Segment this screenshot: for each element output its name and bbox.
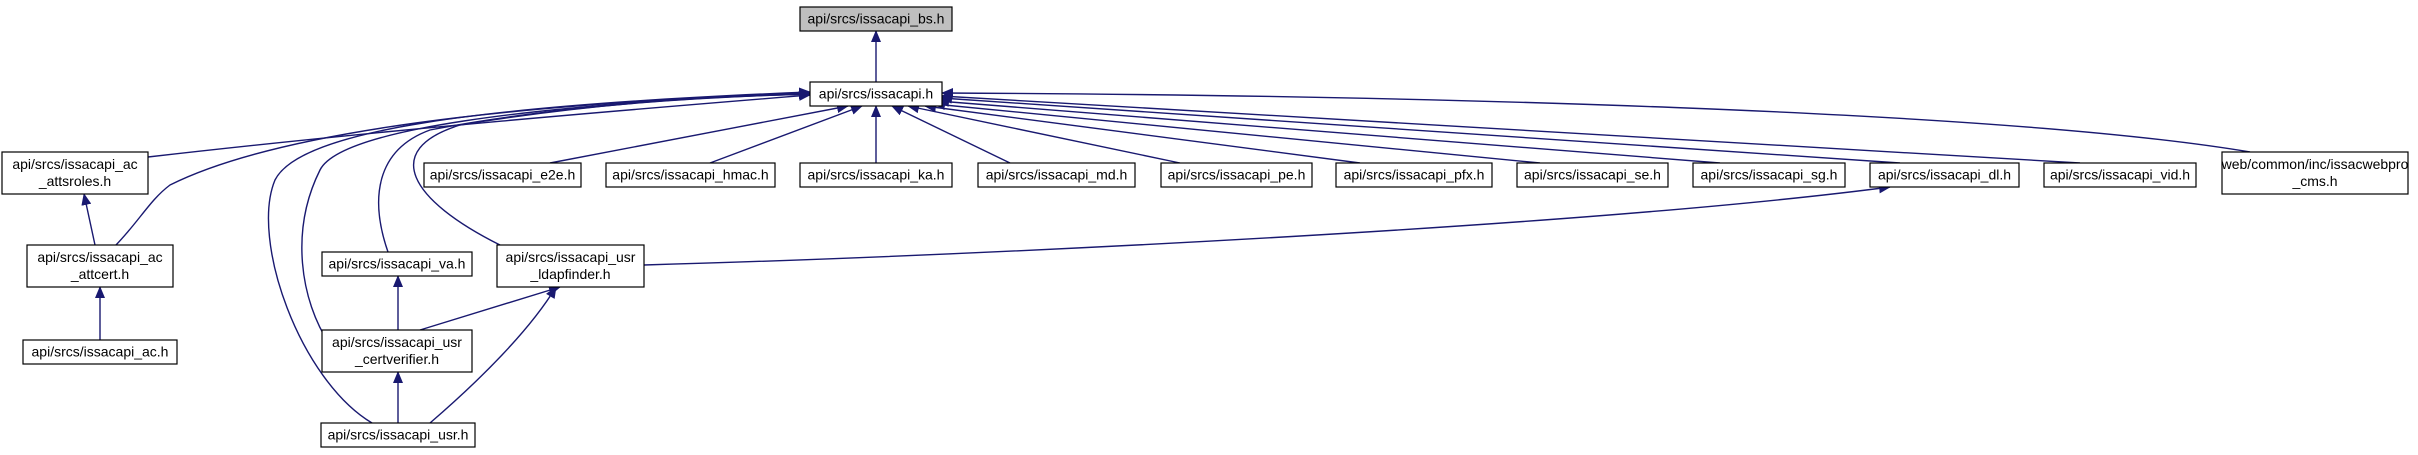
node-vid[interactable]: api/srcs/issacapi_vid.h bbox=[2043, 162, 2197, 188]
edge-certv-to-main bbox=[301, 88, 811, 346]
node-box bbox=[423, 162, 582, 188]
edge-vid-to-main bbox=[940, 91, 2081, 164]
node-label: api/srcs/issacapi_va.h bbox=[329, 256, 466, 272]
edge-usr-to-ldap bbox=[429, 286, 557, 424]
node-e2e[interactable]: api/srcs/issacapi_e2e.h bbox=[423, 162, 582, 188]
edge-ldap-to-dl bbox=[643, 183, 1891, 266]
edge-dl-to-main bbox=[940, 93, 1901, 164]
node-box bbox=[2043, 162, 2197, 188]
node-attsroles[interactable]: api/srcs/issacapi_ac_attsroles.h bbox=[1, 151, 149, 195]
node-certv[interactable]: api/srcs/issacapi_usr_certverifier.h bbox=[321, 329, 473, 373]
node-box bbox=[1692, 162, 1846, 188]
node-box bbox=[1516, 162, 1669, 188]
node-label: api/srcs/issacapi_ac bbox=[12, 156, 137, 172]
node-label: api/srcs/issacapi_pe.h bbox=[1168, 167, 1306, 183]
node-sg[interactable]: api/srcs/issacapi_sg.h bbox=[1692, 162, 1846, 188]
node-main[interactable]: api/srcs/issacapi.h bbox=[809, 81, 943, 107]
edge-attcert-to-attsroles bbox=[81, 193, 96, 246]
node-label: api/srcs/issacapi_usr.h bbox=[328, 427, 469, 443]
node-label: api/srcs/issacapi_ka.h bbox=[808, 167, 945, 183]
node-label: api/srcs/issacapi_ac bbox=[37, 249, 162, 265]
node-se[interactable]: api/srcs/issacapi_se.h bbox=[1516, 162, 1669, 188]
node-dl[interactable]: api/srcs/issacapi_dl.h bbox=[1869, 162, 2020, 188]
node-label: _ldapfinder.h bbox=[529, 266, 610, 282]
node-box bbox=[321, 329, 473, 373]
node-box bbox=[1335, 162, 1493, 188]
node-hmac[interactable]: api/srcs/issacapi_hmac.h bbox=[605, 162, 776, 188]
node-label: _attsroles.h bbox=[38, 173, 111, 189]
node-label: api/srcs/issacapi_usr bbox=[332, 334, 462, 350]
node-box bbox=[977, 162, 1136, 188]
node-pfx[interactable]: api/srcs/issacapi_pfx.h bbox=[1335, 162, 1493, 188]
node-label: api/srcs/issacapi_se.h bbox=[1524, 167, 1661, 183]
edge-se-to-main bbox=[933, 100, 1541, 164]
node-box bbox=[605, 162, 776, 188]
node-label: api/srcs/issacapi_usr bbox=[506, 249, 636, 265]
node-label: api/srcs/issacapi_dl.h bbox=[1878, 167, 2011, 183]
node-bs[interactable]: api/srcs/issacapi_bs.h bbox=[799, 6, 953, 32]
node-box bbox=[799, 162, 953, 188]
node-cms[interactable]: web/common/inc/issacwebpro_cms.h bbox=[2221, 151, 2409, 195]
edge-cms-to-main bbox=[941, 88, 2251, 153]
node-label: api/srcs/issacapi_md.h bbox=[986, 167, 1128, 183]
edge-md-to-main bbox=[891, 105, 1011, 164]
node-label: _certverifier.h bbox=[354, 351, 439, 367]
node-ka[interactable]: api/srcs/issacapi_ka.h bbox=[799, 162, 953, 188]
node-pe[interactable]: api/srcs/issacapi_pe.h bbox=[1160, 162, 1313, 188]
edge-certv-to-ldap bbox=[419, 285, 561, 331]
node-label: _attcert.h bbox=[70, 266, 129, 282]
node-label: _cms.h bbox=[2291, 173, 2337, 189]
edge-sg-to-main bbox=[937, 96, 1721, 164]
node-box bbox=[320, 422, 476, 448]
node-usr[interactable]: api/srcs/issacapi_usr.h bbox=[320, 422, 476, 448]
node-box bbox=[496, 244, 645, 288]
edge-attsroles-to-main bbox=[147, 90, 811, 158]
node-box bbox=[2221, 151, 2409, 195]
node-box bbox=[22, 339, 178, 365]
node-label: api/srcs/issacapi_sg.h bbox=[1701, 167, 1838, 183]
node-label: api/srcs/issacapi_e2e.h bbox=[430, 167, 576, 183]
node-va[interactable]: api/srcs/issacapi_va.h bbox=[321, 251, 473, 277]
edge-usr-to-main bbox=[267, 87, 811, 424]
node-box bbox=[1160, 162, 1313, 188]
node-ldap[interactable]: api/srcs/issacapi_usr_ldapfinder.h bbox=[496, 244, 645, 288]
node-box bbox=[321, 251, 473, 277]
node-label: api/srcs/issacapi_vid.h bbox=[2050, 167, 2190, 183]
node-label: api/srcs/issacapi_hmac.h bbox=[612, 167, 768, 183]
edge-pfx-to-main bbox=[924, 102, 1361, 164]
node-label: web/common/inc/issacwebpro bbox=[2221, 156, 2409, 172]
edges-layer bbox=[81, 30, 2251, 424]
node-label: api/srcs/issacapi_pfx.h bbox=[1344, 167, 1485, 183]
node-ac[interactable]: api/srcs/issacapi_ac.h bbox=[22, 339, 178, 365]
node-box bbox=[26, 244, 174, 288]
node-label: api/srcs/issacapi_ac.h bbox=[32, 344, 169, 360]
node-attcert[interactable]: api/srcs/issacapi_ac_attcert.h bbox=[26, 244, 174, 288]
node-box bbox=[809, 81, 943, 107]
node-box bbox=[1869, 162, 2020, 188]
edge-pe-to-main bbox=[907, 103, 1181, 164]
node-box bbox=[1, 151, 149, 195]
edge-hmac-to-main bbox=[709, 105, 863, 164]
node-label: api/srcs/issacapi_bs.h bbox=[808, 11, 945, 27]
edge-e2e-to-main bbox=[549, 103, 849, 164]
node-md[interactable]: api/srcs/issacapi_md.h bbox=[977, 162, 1136, 188]
nodes-layer: api/srcs/issacapi_bs.h api/srcs/issacapi.… bbox=[1, 6, 2409, 448]
node-box bbox=[799, 6, 953, 32]
node-label: api/srcs/issacapi.h bbox=[819, 86, 933, 102]
